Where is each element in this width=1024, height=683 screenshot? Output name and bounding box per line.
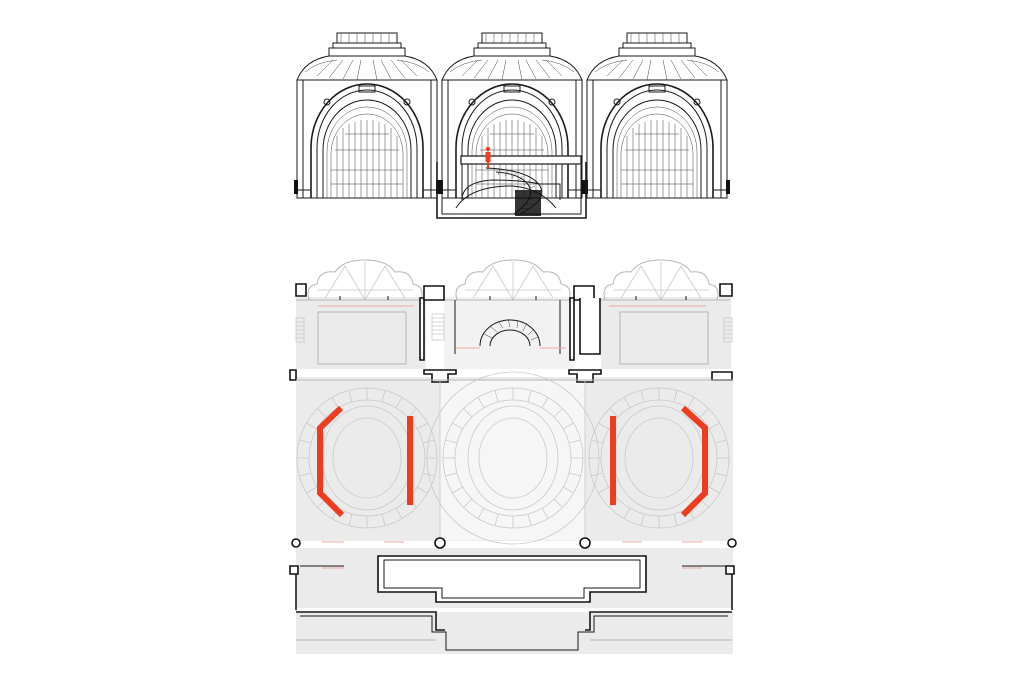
red-interventions (317, 405, 708, 518)
right-pavilion-elevation (583, 32, 731, 199)
upper-rooms (295, 283, 733, 365)
spiral-stair-plan (456, 318, 566, 349)
left-bracket-wall (317, 405, 345, 518)
floor-plan (289, 259, 737, 654)
right-bracket-wall (680, 405, 708, 518)
human-figure (485, 146, 491, 168)
lower-structure (289, 537, 737, 651)
coffered-floors (296, 371, 730, 545)
center-pavilion-elevation (438, 32, 586, 199)
basement-section (436, 155, 587, 219)
section-elevation (293, 32, 731, 219)
left-pavilion-elevation (293, 32, 441, 199)
pier-row (289, 369, 733, 383)
apses (307, 259, 719, 301)
